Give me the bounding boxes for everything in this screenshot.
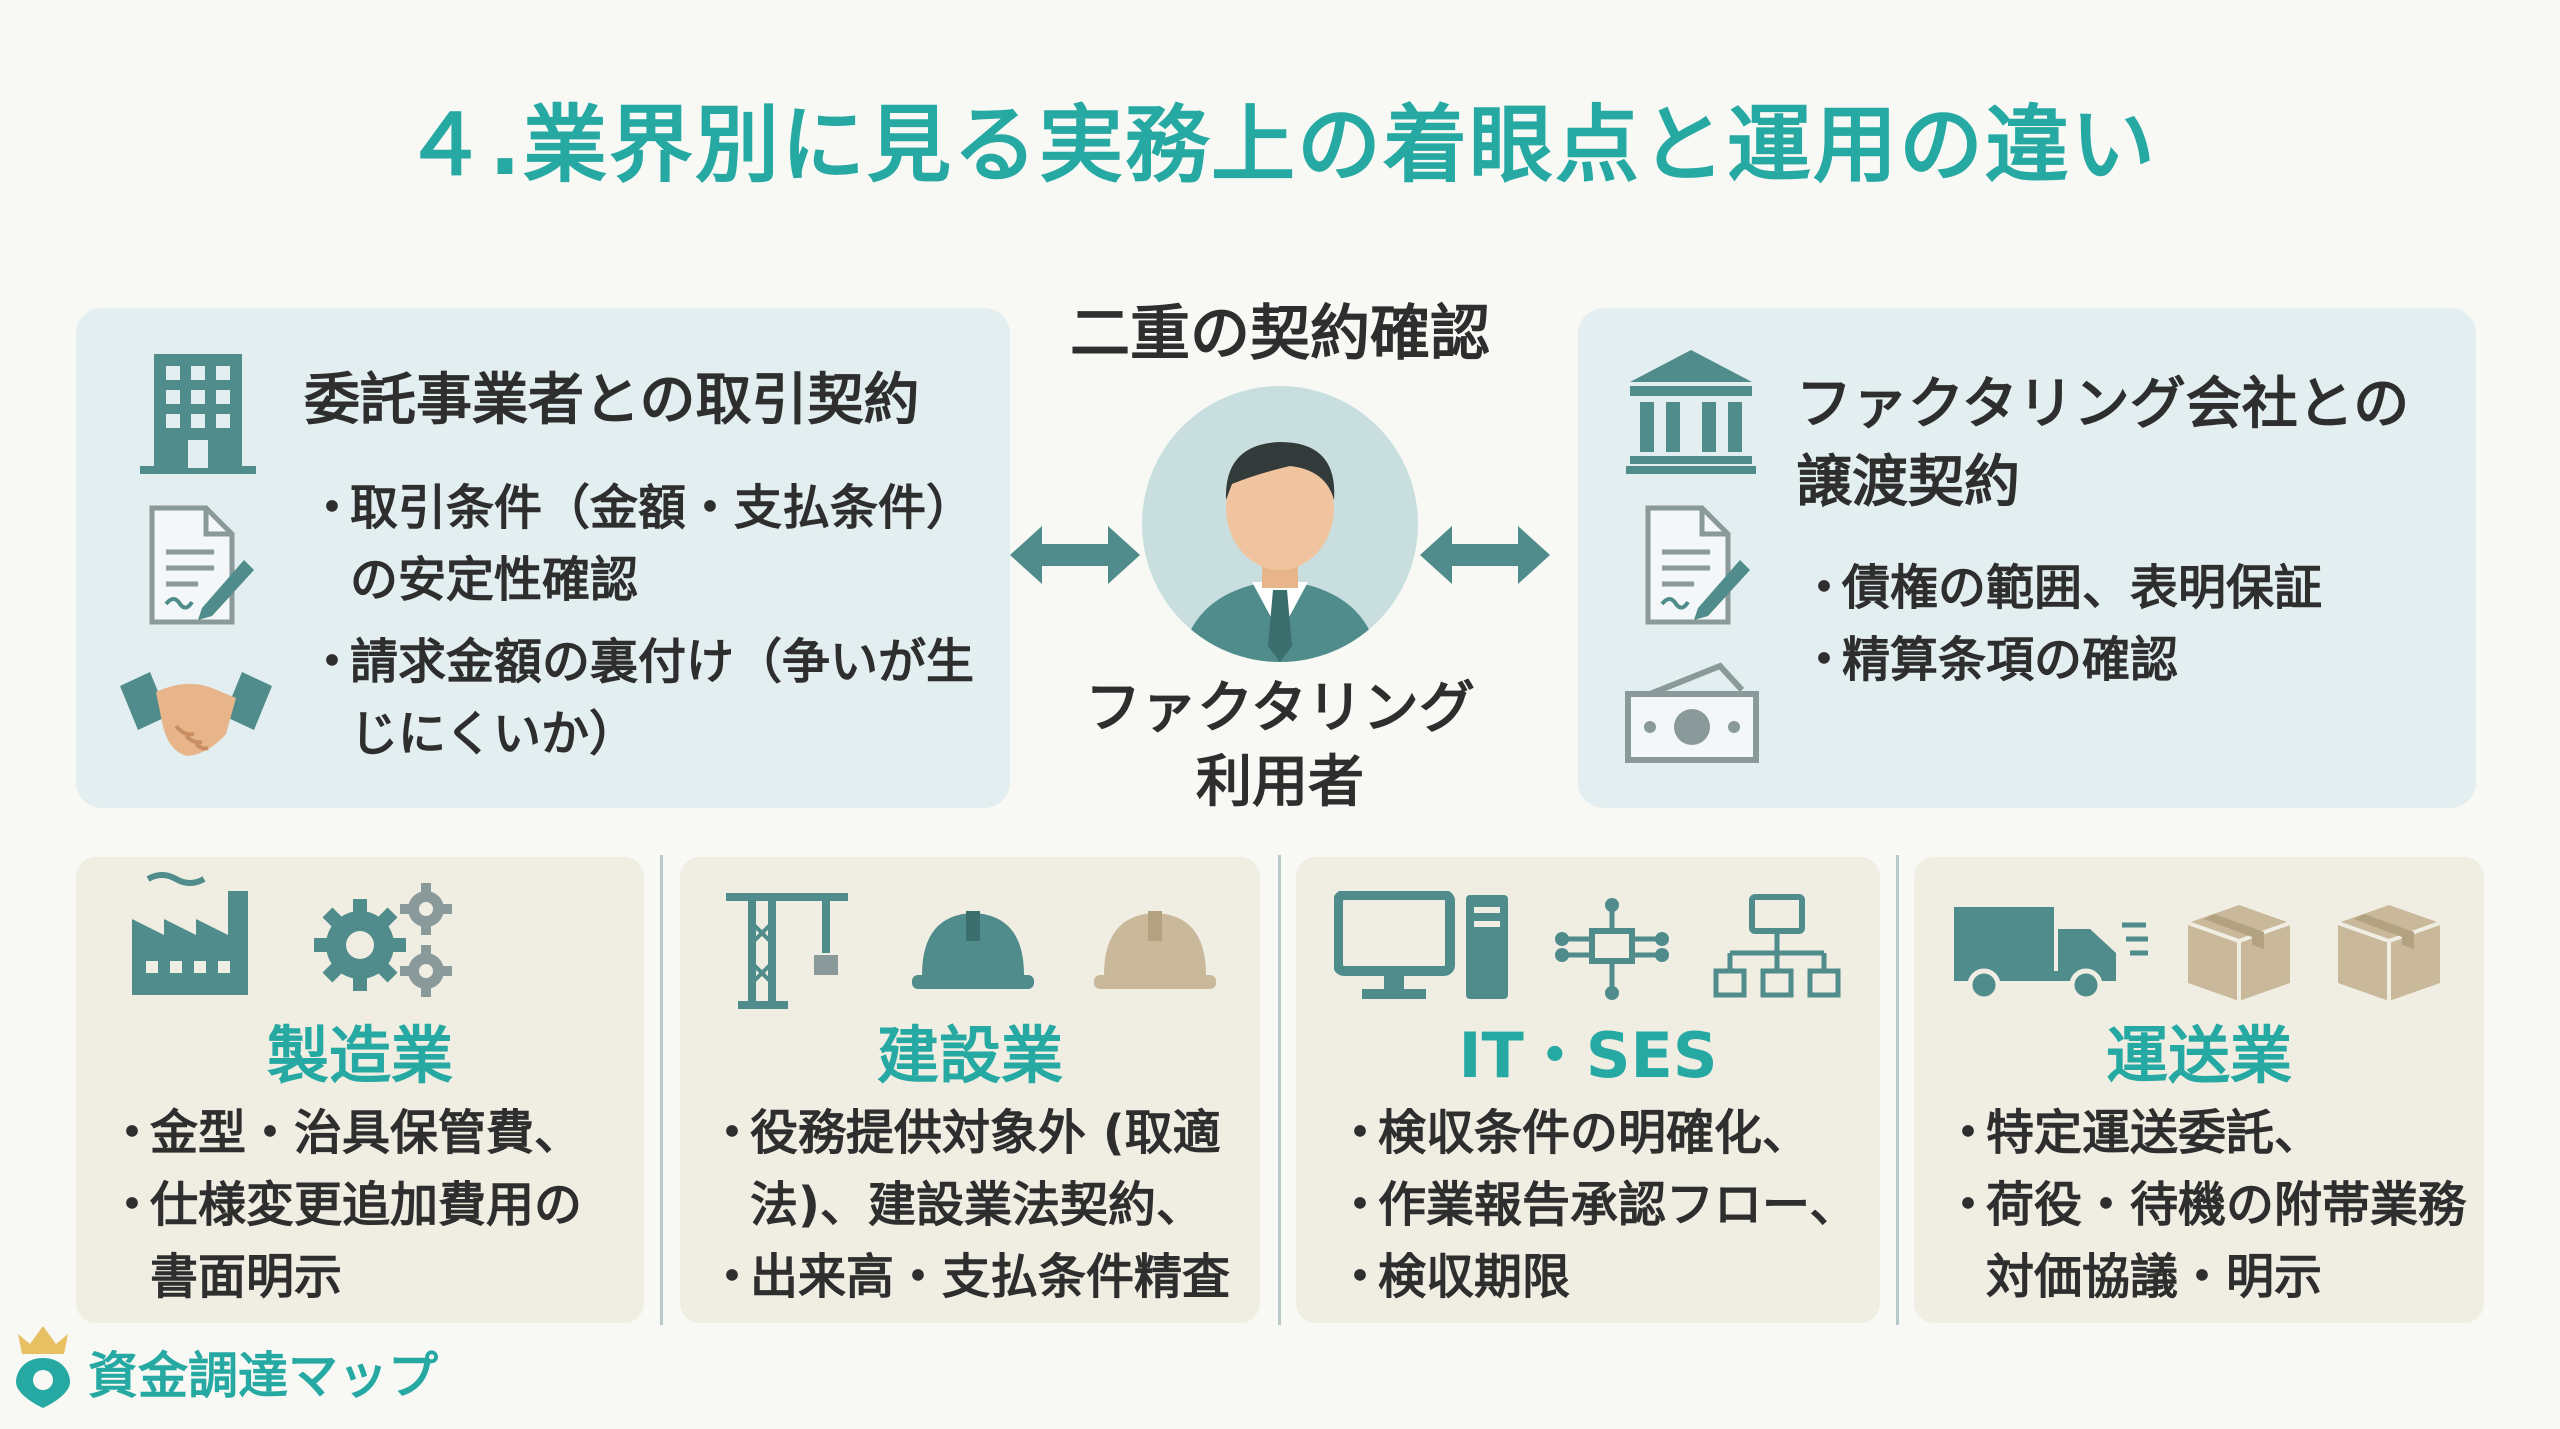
- assignment-contract-heading: ファクタリング会社との 譲渡契約: [1796, 366, 2409, 522]
- handshake-icon: [120, 672, 272, 756]
- hard-hat-icon: [1094, 911, 1216, 989]
- hard-hat-icon: [912, 911, 1034, 989]
- page-title: ４.業界別に見る実務上の着眼点と運用の違い: [403, 96, 2157, 194]
- factoring-user-avatar: [1142, 386, 1418, 662]
- industry-card-it-ses: IT・SES 検収条件の明確化、 作業報告承認フロー、 検収期限: [1296, 857, 1880, 1323]
- factoring-user-label-line1: ファクタリング: [1085, 676, 1475, 741]
- factoring-user-label-line2: 利用者: [1196, 750, 1364, 815]
- industry-bullets: 特定運送委託、 荷役・待機の附帯業務対価協議・明示: [1944, 1097, 2474, 1313]
- assignment-contract-heading-line2: 譲渡契約: [1796, 450, 2020, 515]
- industry-name: 建設業: [876, 1019, 1063, 1092]
- crane-icon: [726, 893, 848, 1009]
- list-item: 検収期限: [1336, 1241, 1876, 1313]
- divider: [1896, 855, 1899, 1325]
- box-icon: [2187, 905, 2291, 1001]
- brand-logo-text: 資金調達マップ: [88, 1347, 438, 1405]
- client-contract-bullets: 取引条件（金額・支払条件）の安定性確認 請求金額の裏付け（争いが生じにくいか）: [308, 472, 998, 770]
- industry-name: 製造業: [266, 1019, 453, 1092]
- server-network-icon: [1713, 894, 1841, 998]
- list-item: 仕様変更追加費用の書面明示: [108, 1169, 628, 1313]
- bank-icon: [1626, 350, 1756, 474]
- list-item: 作業報告承認フロー、: [1336, 1169, 1876, 1241]
- list-item: 役務提供対象外 (取適法)、建設業法契約、: [708, 1097, 1248, 1241]
- double-arrow-left-icon: [1010, 526, 1140, 584]
- dual-contract-label: 二重の契約確認: [1070, 299, 1490, 369]
- truck-icon: [1954, 907, 2148, 1002]
- list-item: 精算条項の確認: [1800, 624, 2460, 696]
- list-item: 取引条件（金額・支払条件）の安定性確認: [308, 472, 998, 616]
- industry-card-construction: 建設業 役務提供対象外 (取適法)、建設業法契約、 出来高・支払条件精査: [680, 857, 1260, 1323]
- assignment-contract-panel: ファクタリング会社との 譲渡契約 債権の範囲、表明保証 精算条項の確認: [1578, 308, 2476, 808]
- list-item: 荷役・待機の附帯業務対価協議・明示: [1944, 1169, 2474, 1313]
- list-item: 請求金額の裏付け（争いが生じにくいか）: [308, 626, 998, 770]
- industry-card-manufacturing: 製造業 金型・治具保管費、 仕様変更追加費用の書面明示: [76, 857, 644, 1323]
- cash-icon: [1625, 662, 1759, 763]
- assignment-contract-bullets: 債権の範囲、表明保証 精算条項の確認: [1800, 552, 2460, 696]
- office-building-icon: [140, 354, 256, 474]
- industry-bullets: 検収条件の明確化、 作業報告承認フロー、 検収期限: [1336, 1097, 1876, 1313]
- box-icon: [2337, 905, 2441, 1001]
- factory-icon: [132, 872, 248, 995]
- industry-name: 運送業: [2105, 1019, 2292, 1092]
- network-icon: [1555, 898, 1669, 1000]
- desktop-computer-icon: [1334, 891, 1508, 999]
- list-item: 出来高・支払条件精査: [708, 1241, 1248, 1313]
- industry-card-transport: 運送業 特定運送委託、 荷役・待機の附帯業務対価協議・明示: [1914, 857, 2484, 1323]
- industry-name: IT・SES: [1458, 1019, 1718, 1092]
- factoring-user-label: ファクタリング 利用者: [1030, 672, 1530, 820]
- assignment-contract-heading-line1: ファクタリング会社との: [1796, 372, 2410, 437]
- logo-icon: [16, 1326, 70, 1408]
- divider: [1278, 855, 1281, 1325]
- industry-bullets: 金型・治具保管費、 仕様変更追加費用の書面明示: [108, 1097, 628, 1313]
- gears-icon: [314, 883, 452, 997]
- double-arrow-right-icon: [1420, 526, 1550, 584]
- list-item: 特定運送委託、: [1944, 1097, 2474, 1169]
- industry-bullets: 役務提供対象外 (取適法)、建設業法契約、 出来高・支払条件精査: [708, 1097, 1248, 1313]
- divider: [660, 855, 663, 1325]
- client-contract-panel: 委託事業者との取引契約 取引条件（金額・支払条件）の安定性確認 請求金額の裏付け…: [76, 308, 1010, 808]
- list-item: 金型・治具保管費、: [108, 1097, 628, 1169]
- list-item: 検収条件の明確化、: [1336, 1097, 1876, 1169]
- contract-document-icon: [149, 505, 254, 625]
- contract-document-icon: [1645, 505, 1750, 625]
- list-item: 債権の範囲、表明保証: [1800, 552, 2460, 624]
- client-contract-heading: 委託事業者との取引契約: [304, 368, 920, 433]
